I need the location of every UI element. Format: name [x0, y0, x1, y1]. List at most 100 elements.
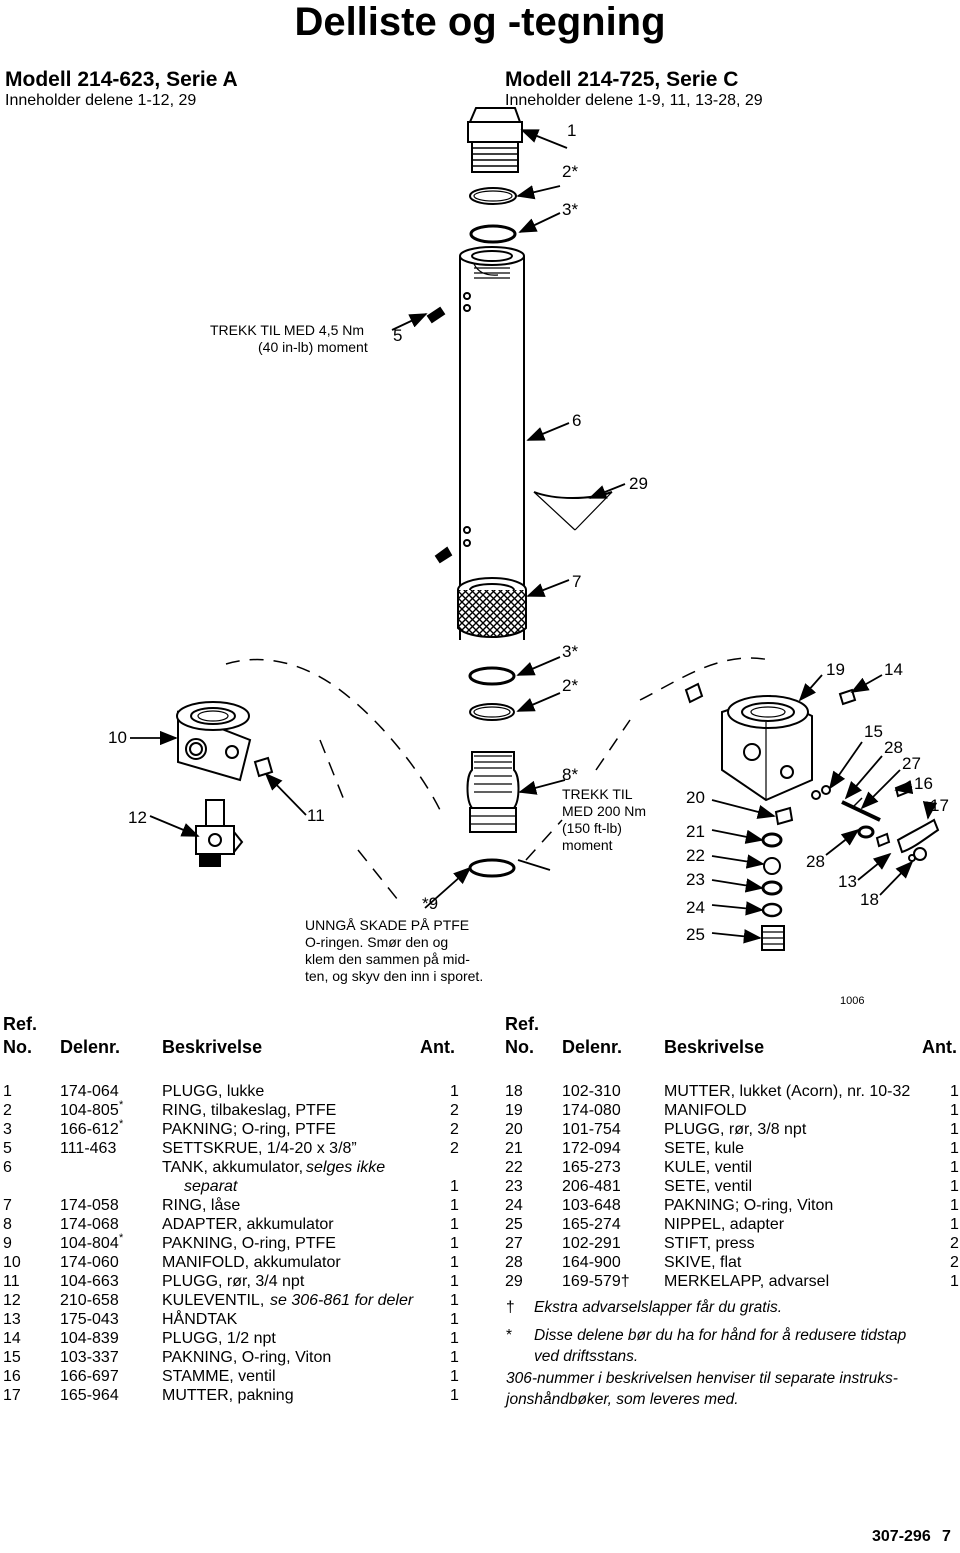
callout-10: 10	[108, 728, 127, 747]
footnote-symbol: †	[506, 1299, 515, 1316]
ball-valve-12	[195, 799, 244, 867]
right-header-part: Delenr.	[562, 1037, 623, 1057]
plug-11	[253, 756, 274, 778]
footnote-text: jonshåndbøker, som leveres med.	[506, 1391, 739, 1408]
exploded-parts-drawing	[130, 107, 940, 951]
right-header-no: No.	[505, 1037, 534, 1057]
left-header-ref: Ref.	[3, 1014, 38, 1034]
warning-note-9: UNNGÅ SKADE PÅ PTFE O-ringen. Smør den o…	[305, 917, 484, 984]
callout-2b: 2*	[562, 676, 579, 695]
callout-22: 22	[686, 846, 705, 865]
manifold-10	[176, 701, 252, 782]
ball-seat-21	[761, 832, 783, 848]
callout-11: 11	[307, 806, 325, 825]
o-ring-24	[761, 902, 783, 918]
adapter-8	[466, 751, 520, 833]
document-number: 307-296	[872, 1528, 931, 1545]
plug-part-1	[467, 107, 523, 173]
pipe-plug-20	[774, 806, 794, 826]
footnote-symbol: *	[506, 1327, 513, 1344]
lock-ring-7	[457, 577, 527, 638]
callout-2: 2*	[562, 162, 579, 181]
figure-id: 1006	[840, 995, 865, 1007]
accumulator-tank-6	[459, 246, 525, 640]
right-header-desc: Beskrivelse	[664, 1037, 765, 1057]
model-a-heading: Modell 214-623, Serie A	[5, 68, 238, 91]
callout-3: 3*	[562, 200, 579, 219]
o-ring-3	[469, 224, 517, 244]
callout-12: 12	[128, 808, 147, 827]
torque-note-5: TREKK TIL MED 4,5 Nm (40 in-lb) moment	[210, 322, 368, 355]
callout-23: 23	[686, 870, 705, 889]
callout-27: 27	[902, 754, 921, 773]
callout-28: 28	[884, 738, 903, 757]
backup-ring-2	[469, 187, 517, 205]
callout-1: 1	[567, 121, 577, 140]
left-header-no: No.	[3, 1037, 32, 1057]
callout-18: 18	[860, 890, 879, 909]
torque-note-8: TREKK TIL MED 200 Nm (150 ft-lb) moment	[562, 786, 647, 853]
callout-5: 5	[393, 326, 403, 345]
left-header-part: Delenr.	[60, 1037, 121, 1057]
callout-25: 25	[686, 925, 705, 944]
page-number: 7	[942, 1528, 951, 1545]
callout-16: 16	[914, 774, 933, 793]
ball-22	[763, 857, 781, 875]
right-header-ref: Ref.	[505, 1014, 540, 1034]
callout-3b: 3*	[562, 642, 579, 661]
callout-7: 7	[572, 572, 582, 591]
footnote-text: 306-nummer i beskrivelsen henviser til s…	[506, 1370, 898, 1387]
callout-9: *9	[422, 894, 439, 913]
callout-8: 8*	[562, 765, 579, 784]
left-header-desc: Beskrivelse	[162, 1037, 263, 1057]
plug-14	[838, 688, 857, 706]
callout-15: 15	[864, 722, 883, 741]
page-title: Delliste og -tegning	[294, 0, 666, 44]
callout-6: 6	[572, 411, 582, 430]
plug-20-top	[684, 682, 704, 704]
footnote-text: Disse delene bør du ha for hånd for å re…	[534, 1327, 907, 1344]
model-c-contents: Inneholder delene 1-9, 11, 13-28, 29	[505, 92, 763, 109]
manifold-19	[721, 694, 813, 802]
callout-28b: 28	[806, 852, 825, 871]
callout-13: 13	[838, 872, 857, 891]
callout-14: 14	[884, 660, 903, 679]
callout-17: 17	[930, 796, 949, 815]
callout-24: 24	[686, 898, 705, 917]
nipple-25	[761, 925, 785, 951]
model-c-heading: Modell 214-725, Serie C	[505, 68, 739, 91]
warning-label-29	[533, 491, 613, 499]
left-header-qty: Ant.	[420, 1037, 455, 1057]
footnote-text: ved driftsstans.	[534, 1348, 639, 1365]
callout-19: 19	[826, 660, 845, 679]
callout-29: 29	[629, 474, 648, 493]
set-screw-5	[426, 306, 446, 324]
